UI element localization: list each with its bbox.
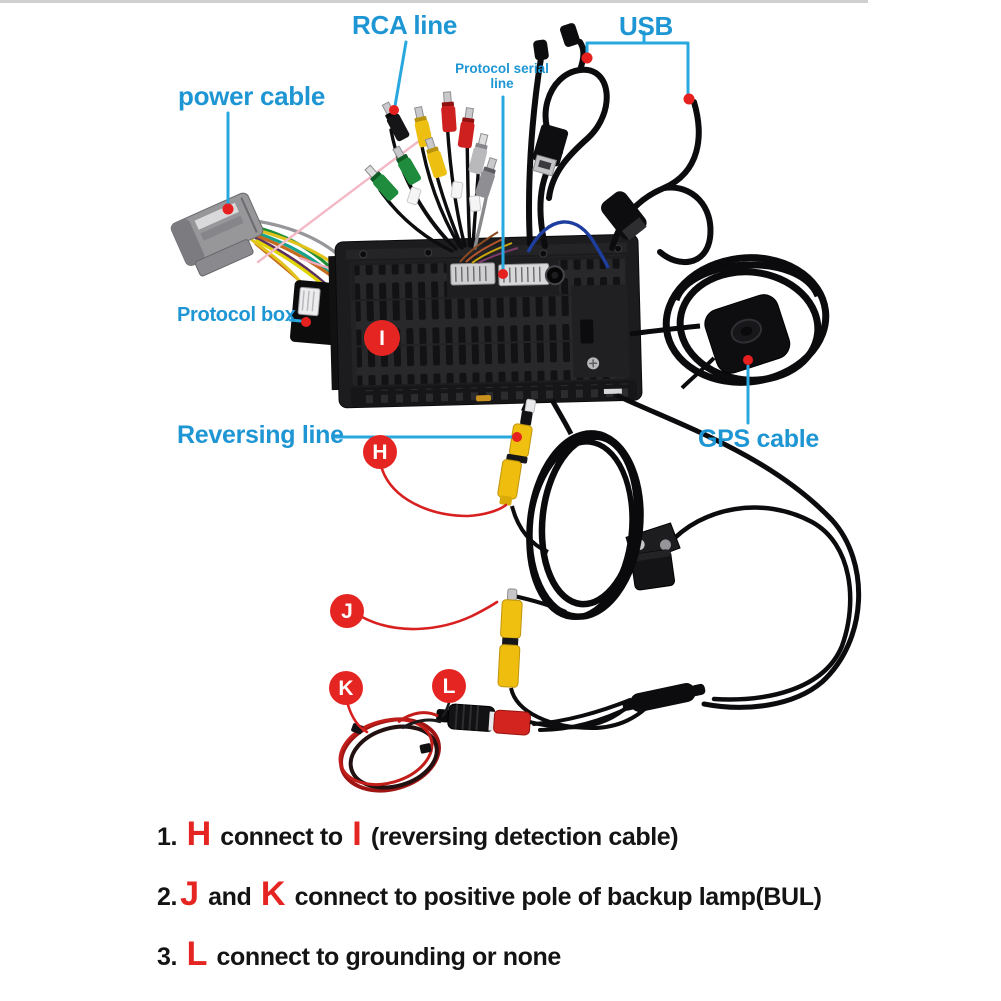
instruction-text: (reversing detection cable) (364, 823, 679, 851)
marker-h: H (363, 435, 397, 469)
camera-rca-joint (497, 588, 523, 688)
power-rca-pair (436, 703, 531, 736)
instruction-line-1: 1. H connect to I (reversing detection c… (157, 815, 679, 854)
unit-to-coil-wire (549, 398, 574, 436)
instruction-text: connect to grounding or none (209, 943, 562, 971)
photo-edge-line (0, 0, 868, 3)
label-rca-line: RCA line (352, 10, 457, 40)
marker-k: K (329, 671, 363, 705)
label-gps-cable: GPS cable (698, 425, 819, 453)
instruction-text: 3. (157, 943, 184, 971)
instruction-text: connect to (213, 823, 350, 851)
power-connector (170, 192, 264, 277)
usb-cable-end (560, 23, 580, 47)
instruction-text: 2. (157, 883, 178, 911)
coil-red-lead (397, 711, 439, 724)
label-protocol-serial-line-1: Protocol serial (455, 61, 549, 76)
connection-dots (222, 52, 753, 442)
instruction-line-2: 2.J and K connect to positive pole of ba… (157, 875, 822, 914)
gps-cable-coil (629, 254, 830, 390)
instruction-letter-k: K (260, 875, 286, 913)
label-usb: USB (619, 11, 673, 41)
instruction-text: 1. (157, 823, 184, 851)
instruction-text: and (201, 883, 258, 911)
cable-end (533, 39, 549, 61)
camera-cables (615, 393, 862, 710)
gps-antenna (704, 294, 791, 374)
video-cable-coil (526, 430, 644, 620)
marker-i: I (364, 320, 400, 356)
label-protocol-serial-line-2: line (490, 75, 514, 91)
blue-wire (526, 220, 610, 269)
wire-tie (419, 743, 432, 754)
serial-connector-block (450, 262, 496, 286)
cable-tags (406, 181, 482, 212)
reversing-rca-joint (497, 398, 536, 506)
label-reversing-line: Reversing line (177, 421, 344, 449)
head-unit (328, 233, 643, 409)
rca-pair-wire (529, 704, 630, 730)
usb-connector-right (601, 191, 647, 241)
rca-wires (378, 118, 491, 253)
label-protocol-serial-line: Protocol serial line (450, 61, 554, 92)
rca-plugs (364, 91, 498, 201)
coil-black-lead (401, 718, 442, 730)
backup-lamp-wire-coil (338, 717, 441, 793)
label-protocol-box: Protocol box (177, 304, 296, 326)
marker-l: L (432, 669, 466, 703)
marker-wires (346, 467, 508, 734)
usb-a-connector (532, 124, 569, 177)
instruction-text: connect to positive pole of backup lamp(… (288, 883, 822, 911)
instruction-line-3: 3. L connect to grounding or none (157, 935, 561, 974)
instruction-letter-l: L (186, 935, 208, 973)
instruction-letter-i: I (352, 815, 362, 853)
marker-j: J (330, 594, 364, 628)
ferrite-junction (622, 683, 706, 712)
coil-exit-wire (513, 594, 567, 614)
leader-lines (226, 30, 750, 439)
instruction-letter-h: H (186, 815, 212, 853)
label-power-cable: power cable (178, 81, 325, 111)
instruction-letter-j: J (180, 875, 199, 913)
